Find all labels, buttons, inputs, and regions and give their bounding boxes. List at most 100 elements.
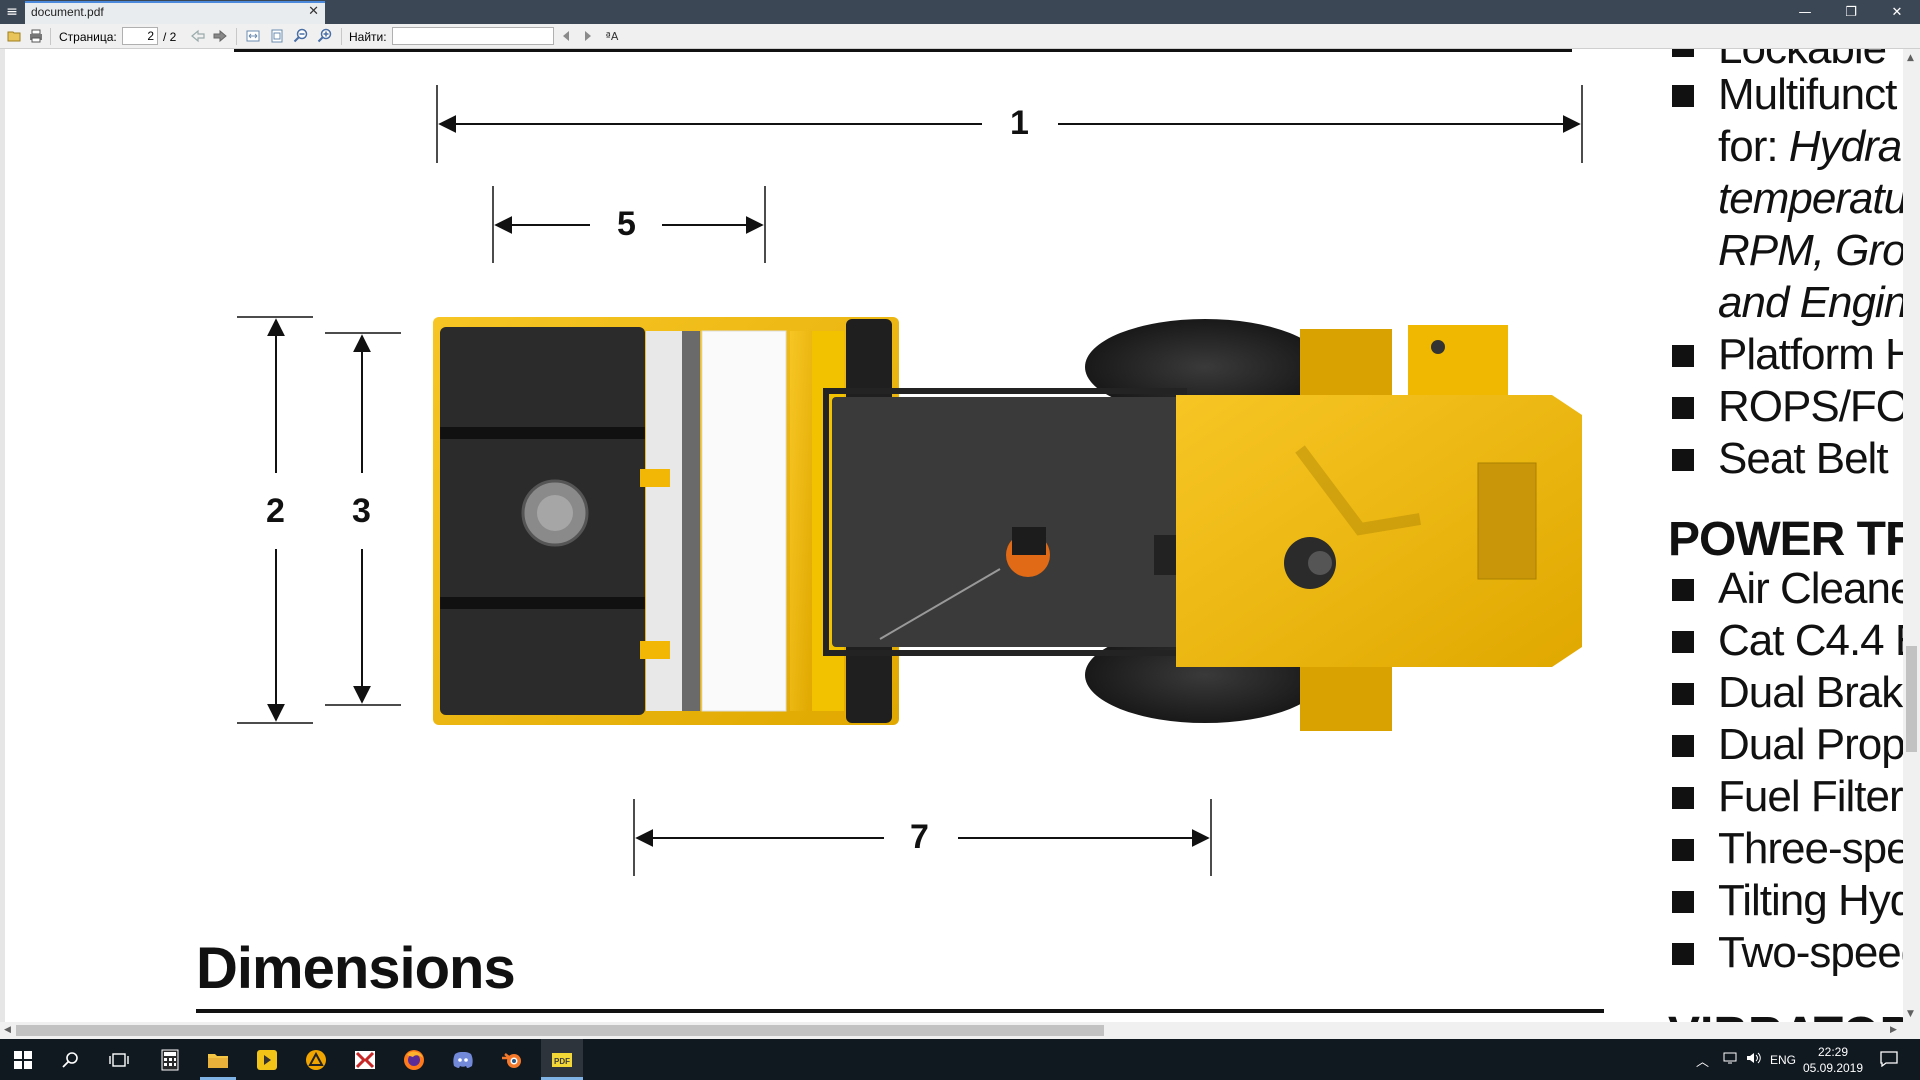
close-button[interactable]: ✕ [1891, 4, 1903, 20]
clock-time[interactable]: 22:29 [1817, 1045, 1849, 1059]
engine-grille [1477, 462, 1537, 580]
restore-button[interactable]: ❐ [1845, 4, 1857, 20]
spec-subline: RPM, Gro [1718, 226, 1907, 275]
top-rule [234, 49, 1572, 52]
match-case-icon[interactable]: ªA [605, 29, 619, 43]
page-label: Страница: [59, 30, 117, 44]
section-heading-powertrain: POWER TRA [1668, 513, 1920, 566]
bullet-icon [1672, 449, 1694, 471]
dim-label-3: 3 [352, 492, 371, 530]
operator-platform [832, 397, 1180, 647]
network-icon[interactable] [1722, 1051, 1738, 1069]
scroll-right-icon[interactable]: ▶ [1890, 1025, 1897, 1035]
spec-text: Air Cleane [1718, 564, 1914, 613]
zoom-out-icon[interactable] [293, 28, 309, 44]
bullet-icon [1672, 735, 1694, 757]
spec-subline: temperatu [1718, 174, 1908, 223]
spec-text: Three-spe [1718, 824, 1911, 873]
spec-subline: and Engin [1718, 278, 1908, 327]
tray-expand-icon[interactable]: ︿ [1696, 1055, 1710, 1070]
dim-label-7: 7 [910, 818, 929, 856]
language-indicator[interactable]: ENG [1770, 1053, 1797, 1067]
minimize-button[interactable]: — [1798, 4, 1812, 20]
section-heading-dimensions: Dimensions [196, 936, 516, 1001]
viewer-left-border [0, 49, 5, 1022]
next-page-icon[interactable] [212, 28, 228, 44]
pdf-viewer-icon[interactable]: PDF [549, 1047, 575, 1073]
spec-text: Tilting Hyd [1718, 876, 1914, 925]
task-view-icon[interactable] [106, 1047, 132, 1073]
document-tab[interactable]: document.pdf ✕ [25, 1, 325, 24]
find-next-icon[interactable] [580, 28, 596, 44]
toolbar-separator [236, 28, 237, 45]
spec-text: Cat C4.4 E [1718, 616, 1920, 665]
volume-icon[interactable] [1746, 1051, 1762, 1069]
file-explorer-icon[interactable] [205, 1047, 231, 1073]
spec-subline: for: Hydra [1718, 122, 1902, 171]
bullet-icon [1672, 839, 1694, 861]
dim-label-5: 5 [617, 205, 636, 243]
previous-page-icon[interactable] [190, 28, 206, 44]
active-app-highlight [541, 1039, 583, 1080]
player-app-icon[interactable] [254, 1047, 280, 1073]
bullet-icon [1672, 345, 1694, 367]
section-heading-partial: VIBRATORY [1668, 1007, 1920, 1022]
vertical-scrollbar[interactable]: ▲ ▼ [1903, 49, 1920, 1022]
bullet-icon [1672, 943, 1694, 965]
dim-label-2: 2 [266, 492, 285, 530]
spec-text: Dual Prop [1718, 720, 1906, 769]
find-previous-icon[interactable] [558, 28, 574, 44]
machine-top-view-figure [237, 85, 1583, 876]
active-app-indicator [200, 1077, 236, 1080]
find-label: Найти: [349, 30, 387, 44]
bullet-icon [1672, 683, 1694, 705]
rear-platform-top [1300, 329, 1392, 395]
spec-text: Multifunct [1718, 70, 1897, 119]
spec-text: Two-speed [1718, 928, 1920, 977]
notifications-icon[interactable] [1880, 1051, 1898, 1071]
scroll-left-icon[interactable]: ◀ [4, 1025, 11, 1035]
firefox-icon[interactable] [401, 1047, 427, 1073]
drum-scraper [701, 330, 787, 712]
tab-title: document.pdf [31, 5, 104, 19]
dc-app-icon[interactable] [352, 1047, 378, 1073]
title-bar: ≡ document.pdf ✕ — ❐ ✕ [0, 0, 1920, 24]
zoom-in-icon[interactable] [317, 28, 333, 44]
search-icon[interactable] [58, 1047, 84, 1073]
calculator-icon[interactable] [157, 1047, 183, 1073]
toolbar: Страница: / 2 Найти: ªA [0, 24, 1920, 49]
vertical-scroll-thumb[interactable] [1906, 646, 1917, 752]
scroll-up-icon[interactable]: ▲ [1907, 53, 1914, 63]
rear-platform-bottom [1300, 667, 1392, 731]
discord-icon[interactable] [450, 1047, 476, 1073]
fit-page-icon[interactable] [269, 28, 285, 44]
page-number-input[interactable] [122, 27, 158, 45]
bullet-icon [1672, 85, 1694, 107]
open-file-icon[interactable] [6, 28, 22, 44]
horizontal-scroll-thumb[interactable] [16, 1025, 1104, 1036]
spec-text: ROPS/FOP [1718, 382, 1920, 431]
toolbar-separator [50, 28, 51, 45]
dim-label-1: 1 [1010, 104, 1029, 142]
find-input[interactable] [392, 27, 554, 45]
taskbar: PDF ︿ ENG 22:29 05.09.2019 [0, 1039, 1920, 1080]
clock-date[interactable]: 05.09.2019 [1802, 1061, 1864, 1075]
document-viewer[interactable]: 1 5 2 3 7 Dimensions Lockable Multifunct… [0, 49, 1920, 1022]
windows-start-icon[interactable] [10, 1047, 36, 1073]
bullet-icon [1672, 579, 1694, 601]
fit-width-icon[interactable] [245, 28, 261, 44]
tab-close-icon[interactable]: ✕ [308, 4, 319, 19]
page-total: / 2 [163, 30, 177, 44]
toolbar-separator [341, 28, 342, 45]
spec-text: Dual Brak [1718, 668, 1903, 717]
active-app-indicator [541, 1077, 583, 1080]
menu-icon[interactable]: ≡ [6, 4, 18, 20]
horizontal-scrollbar[interactable]: ◀ ▶ [0, 1022, 1920, 1039]
blender-icon[interactable] [499, 1047, 525, 1073]
print-icon[interactable] [28, 28, 44, 44]
scroll-down-icon[interactable]: ▼ [1907, 1009, 1914, 1019]
bullet-icon [1672, 397, 1694, 419]
warning-app-icon[interactable] [303, 1047, 329, 1073]
spec-text: Platform H [1718, 330, 1917, 379]
spec-text: Seat Belt [1718, 434, 1889, 483]
